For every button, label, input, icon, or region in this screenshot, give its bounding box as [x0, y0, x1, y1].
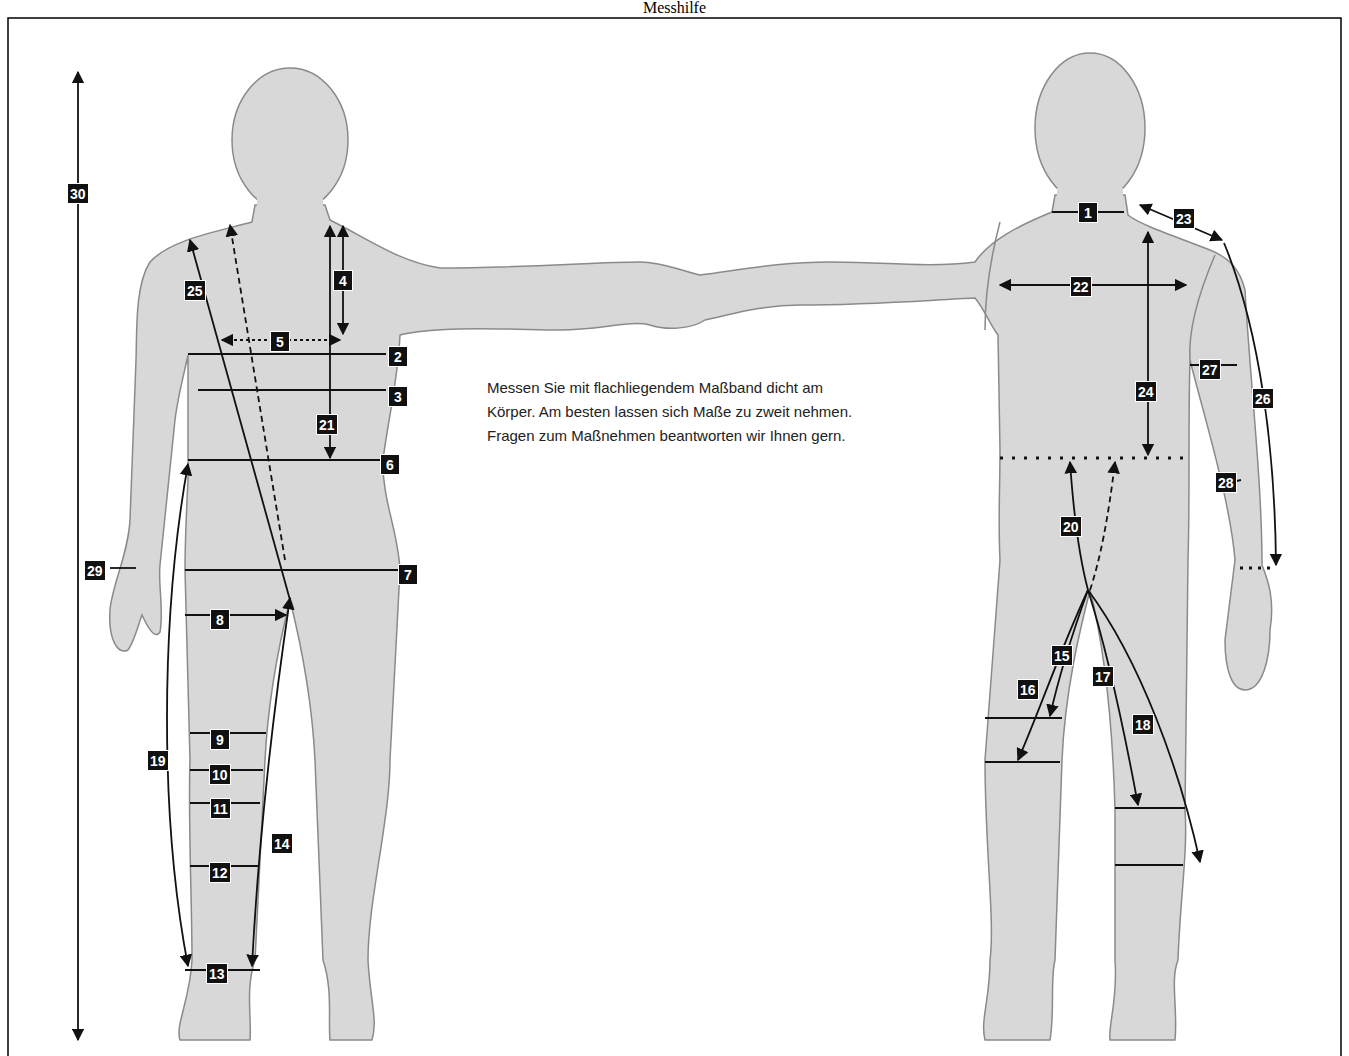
callout-number: 2 — [388, 346, 408, 367]
callout-number: 19 — [147, 750, 169, 771]
callout-number: 20 — [1060, 516, 1082, 537]
measure-lines — [78, 72, 1276, 1040]
callout-number: 28 — [1215, 472, 1237, 493]
callout-number: 3 — [388, 386, 408, 407]
callout-number: 21 — [316, 414, 338, 435]
callout-number: 6 — [380, 454, 400, 475]
callout-number: 16 — [1017, 679, 1039, 700]
callout-number: 4 — [333, 270, 353, 291]
callout-number: 15 — [1051, 645, 1073, 666]
callout-number: 30 — [67, 183, 89, 204]
body-silhouettes — [110, 53, 1272, 1040]
callout-number: 18 — [1132, 714, 1154, 735]
callout-number: 23 — [1173, 208, 1195, 229]
callout-number: 22 — [1070, 276, 1092, 297]
callout-number: 10 — [209, 764, 231, 785]
callout-number: 14 — [271, 833, 293, 854]
callout-number: 11 — [210, 798, 231, 819]
instruction-note: Messen Sie mit flachliegendem Maßband di… — [487, 376, 867, 448]
callout-number: 12 — [209, 862, 231, 883]
callout-number: 1 — [1078, 202, 1098, 223]
callout-number: 25 — [184, 280, 206, 301]
callout-number: 9 — [210, 729, 230, 750]
callout-number: 13 — [206, 963, 228, 984]
callout-number: 24 — [1135, 381, 1157, 402]
callout-number: 8 — [210, 609, 230, 630]
callout-number: 5 — [270, 331, 290, 352]
callout-number: 26 — [1252, 388, 1274, 409]
page-title: Messhilfe — [637, 0, 712, 17]
frame — [8, 18, 1341, 1056]
callout-number: 27 — [1199, 359, 1221, 380]
callout-number: 17 — [1092, 666, 1114, 687]
callout-number: 29 — [84, 560, 106, 581]
callout-number: 7 — [398, 564, 418, 585]
